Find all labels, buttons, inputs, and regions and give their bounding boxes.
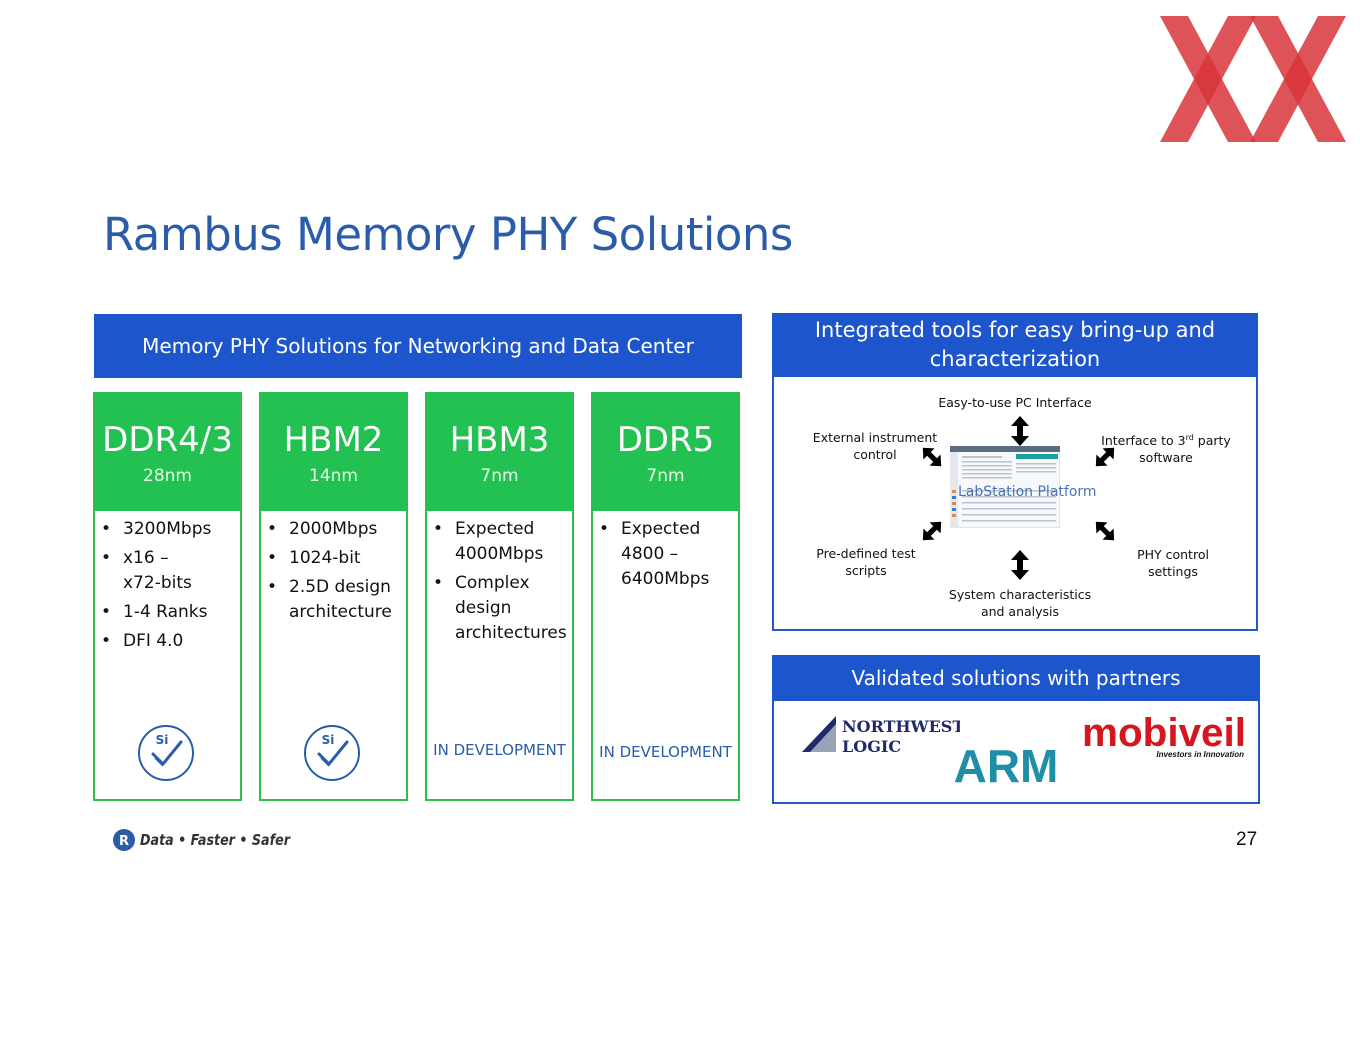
- column-name: DDR4/3: [102, 420, 233, 460]
- column-node: 7nm: [646, 466, 685, 486]
- column-name: DDR5: [616, 420, 715, 460]
- column-header: DDR4/3 28nm: [95, 394, 240, 511]
- rambus-footer-logo: R Data • Faster • Safer: [113, 829, 291, 851]
- svg-text:Si: Si: [156, 733, 169, 747]
- column-name: HBM2: [283, 420, 384, 460]
- bullet-list: •Expected 4800 – 6400Mbps: [593, 517, 738, 592]
- list-item: •2.5D design architecture: [267, 577, 392, 622]
- list-item: •3200Mbps: [101, 519, 212, 539]
- double-arrow-icon: [1095, 521, 1115, 541]
- phy-column-ddr4: DDR4/3 28nm •3200Mbps •x16 – x72-bits •1…: [93, 392, 242, 801]
- list-item: •DFI 4.0: [101, 631, 184, 651]
- column-name: HBM3: [449, 420, 550, 460]
- page-number: 27: [1236, 829, 1258, 850]
- feature-label-top-left: External instrument control: [812, 430, 938, 462]
- phy-column-ddr5: DDR5 7nm •Expected 4800 – 6400Mbps IN DE…: [591, 392, 740, 801]
- feature-label-bottom: System characteristics and analysis: [948, 587, 1092, 619]
- partners-panel-header: Validated solutions with partners: [772, 655, 1260, 701]
- svg-text:NORTHWEST: NORTHWEST: [842, 717, 960, 736]
- bullet-list: •Expected 4000Mbps •Complex design archi…: [427, 517, 572, 646]
- double-arrow-icon: [922, 521, 942, 541]
- phy-panel-header: Memory PHY Solutions for Networking and …: [94, 314, 742, 378]
- list-item: •Expected 4000Mbps: [433, 519, 544, 564]
- arm-logo: ARM: [954, 740, 1059, 788]
- svg-text:ARM: ARM: [954, 740, 1059, 788]
- labstation-screenshot: [950, 446, 1060, 528]
- tools-panel-header: Integrated tools for easy bring-up and c…: [772, 313, 1258, 377]
- northwest-logic-logo: NORTHWEST LOGIC: [802, 716, 960, 756]
- svg-text:mobiveil: mobiveil: [1082, 711, 1246, 755]
- column-header: HBM2 14nm: [261, 394, 406, 511]
- bullet-list: •3200Mbps •x16 – x72-bits •1-4 Ranks •DF…: [95, 517, 240, 654]
- phy-column-hbm3: HBM3 7nm •Expected 4000Mbps •Complex des…: [425, 392, 574, 801]
- column-node: 14nm: [309, 466, 358, 486]
- list-item: •Complex design architectures: [433, 573, 567, 643]
- double-arrow-icon: [1011, 550, 1029, 580]
- labstation-label: LabStation Platform: [958, 484, 1097, 500]
- column-node: 28nm: [143, 466, 192, 486]
- list-item: •2000Mbps: [267, 519, 378, 539]
- list-item: •x16 – x72-bits: [101, 548, 192, 593]
- double-arrow-icon: [1095, 447, 1115, 467]
- si-check-badge-icon: Si: [138, 725, 194, 781]
- status-text: IN DEVELOPMENT: [433, 741, 566, 759]
- list-item: •1-4 Ranks: [101, 602, 208, 622]
- feature-label-top-right: Interface to 3rd party software: [1101, 433, 1231, 466]
- column-header: DDR5 7nm: [593, 394, 738, 511]
- list-item: •Expected 4800 – 6400Mbps: [599, 519, 710, 589]
- column-header: HBM3 7nm: [427, 394, 572, 511]
- svg-text:R: R: [119, 834, 129, 849]
- phy-column-hbm2: HBM2 14nm •2000Mbps •1024-bit •2.5D desi…: [259, 392, 408, 801]
- svg-text:Si: Si: [322, 733, 335, 747]
- slide-title: Rambus Memory PHY Solutions: [103, 208, 793, 261]
- svg-text:LOGIC: LOGIC: [842, 737, 901, 756]
- svg-text:Investors in Innovation: Investors in Innovation: [1156, 750, 1244, 759]
- svg-text:Data • Faster • Safer: Data • Faster • Safer: [140, 831, 291, 849]
- si-check-badge-icon: Si: [304, 725, 360, 781]
- xx-watermark-logo: [1160, 16, 1346, 142]
- bullet-list: •2000Mbps •1024-bit •2.5D design archite…: [261, 517, 406, 625]
- list-item: •1024-bit: [267, 548, 361, 568]
- feature-label-bottom-right: PHY control settings: [1137, 547, 1209, 579]
- double-arrow-icon: [1011, 416, 1029, 446]
- mobiveil-logo: mobiveil Investors in Innovation: [1082, 711, 1246, 759]
- feature-label-top: Easy-to-use PC Interface: [938, 395, 1092, 410]
- double-arrow-icon: [922, 447, 942, 467]
- feature-label-bottom-left: Pre-defined test scripts: [816, 546, 916, 578]
- status-text: IN DEVELOPMENT: [599, 743, 732, 761]
- column-node: 7nm: [480, 466, 519, 486]
